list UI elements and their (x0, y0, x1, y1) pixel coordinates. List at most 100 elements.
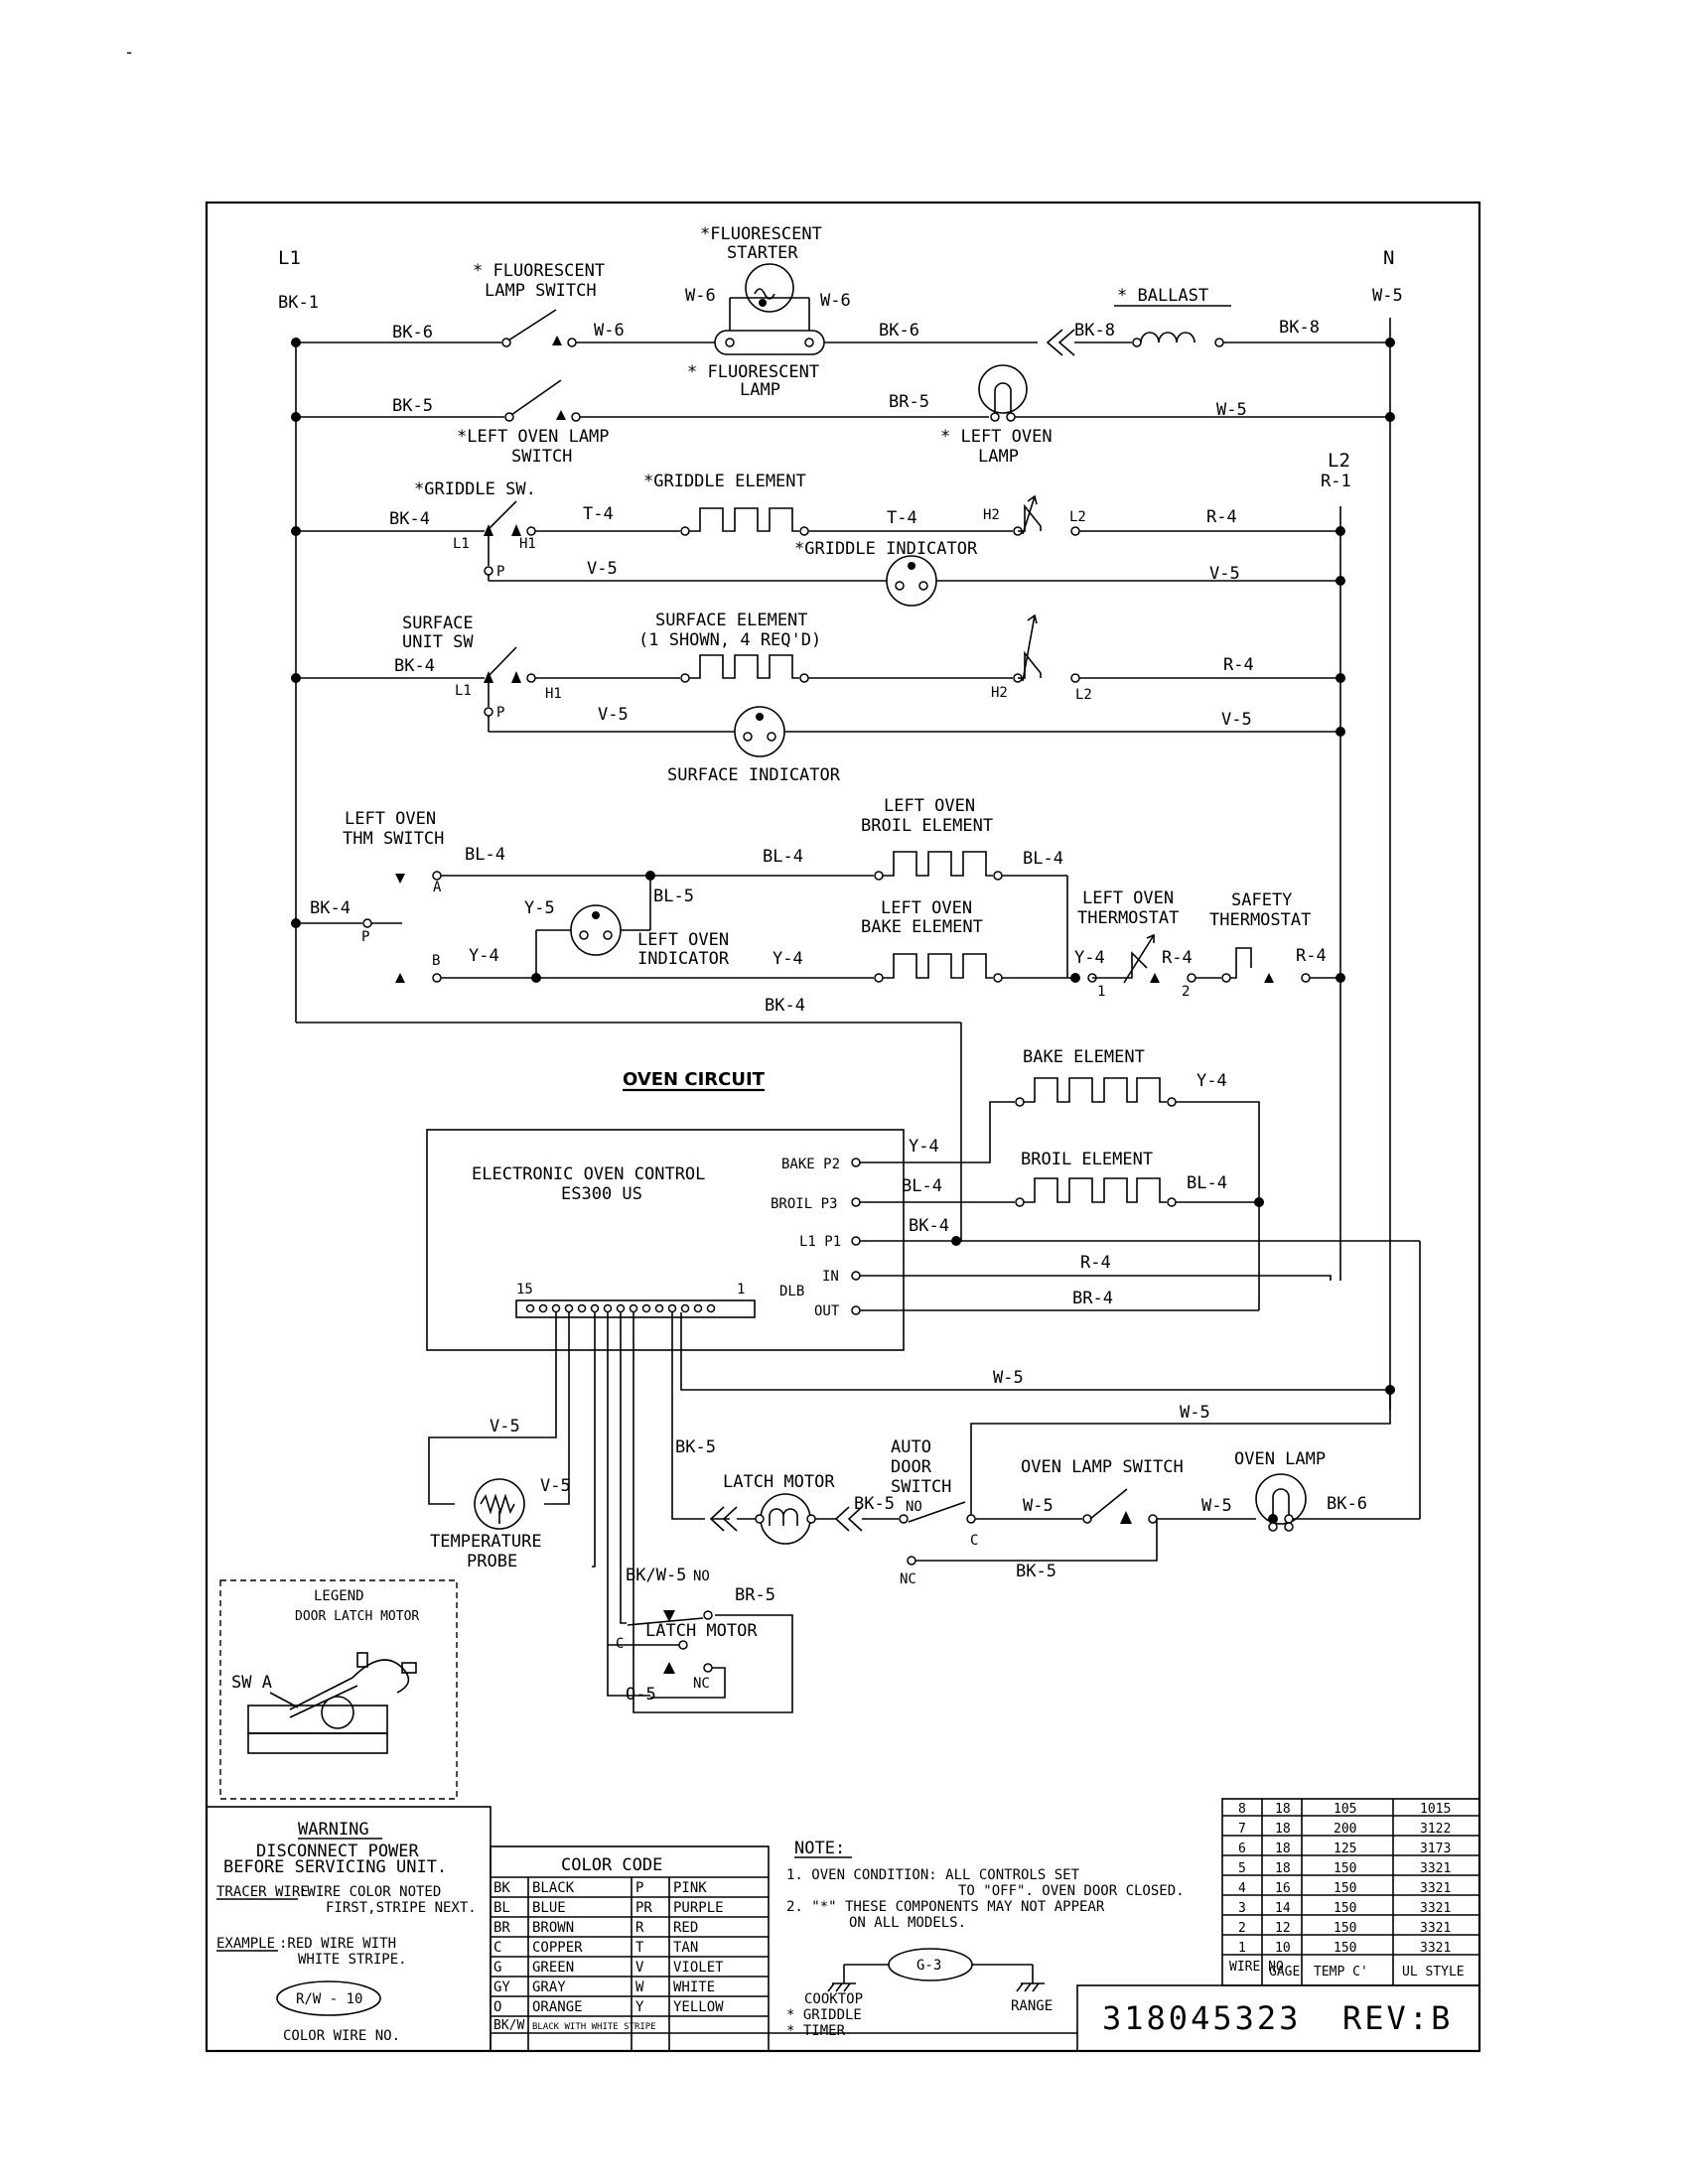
terminal-label: L2 (1069, 509, 1086, 525)
color-code-cell: PR (635, 1900, 652, 1916)
gage-header: GAGE (1269, 1965, 1300, 1979)
wire-label: W-5 (1216, 400, 1247, 420)
color-code-cell: BLACK (532, 1880, 575, 1896)
gage-cell: 6 (1238, 1842, 1246, 1856)
ground-label: COOKTOP (804, 1991, 863, 2007)
warning-text: DISCONNECT POWER (256, 1842, 420, 1861)
note-text: ON ALL MODELS. (849, 1915, 966, 1931)
gage-cell: 18 (1275, 1861, 1291, 1876)
terminal-label: NC (693, 1676, 710, 1692)
color-code-cell: G (493, 1960, 501, 1976)
legend-box (219, 1579, 458, 1800)
terminal-label: DLB (779, 1284, 804, 1299)
gage-cell: 2 (1238, 1921, 1246, 1936)
terminal-label: B (432, 953, 440, 969)
griddle-element-label: *GRIDDLE ELEMENT (643, 472, 806, 491)
gage-cell: 18 (1275, 1842, 1291, 1856)
wire-label: V-5 (490, 1417, 520, 1436)
gage-cell: 150 (1334, 1921, 1356, 1936)
gage-cell: 16 (1275, 1881, 1291, 1896)
wire-gage-table (1076, 1798, 1480, 2052)
color-code-title: COLOR CODE (561, 1855, 662, 1875)
wire-label: W-6 (685, 286, 716, 306)
wire-label: W-6 (594, 321, 625, 341)
wire-label: R-4 (1080, 1253, 1111, 1273)
wire-label: R-4 (1223, 655, 1254, 675)
terminal-label: 2 (1182, 984, 1190, 1000)
wire-label: W-6 (820, 291, 851, 311)
color-code-cell: BLACK WITH WHITE STRIPE (532, 2022, 656, 2032)
color-code-cell: BLUE (532, 1900, 566, 1916)
gage-cell: 3321 (1420, 1861, 1451, 1876)
gage-cell: 3321 (1420, 1901, 1451, 1916)
color-code-cell: R (635, 1920, 644, 1936)
color-code-cell: GY (493, 1979, 510, 1995)
wire-label: Y-4 (1196, 1071, 1227, 1091)
gage-header: TEMP C' (1314, 1965, 1368, 1979)
oven-lamp-label: OVEN LAMP (1234, 1449, 1326, 1469)
color-code-cell: RED (673, 1920, 698, 1936)
note-text: 1. OVEN CONDITION: ALL CONTROLS SET (786, 1867, 1080, 1883)
wire-label: BK-5 (392, 396, 433, 416)
surface-element-label: (1 SHOWN, 4 REQ'D) (638, 630, 821, 650)
wire-label: Y-4 (469, 946, 499, 966)
wire-label: BK-6 (1327, 1494, 1367, 1514)
terminal-label: 15 (516, 1282, 533, 1297)
terminal-label: L2 (1075, 687, 1092, 703)
example-label: EXAMPLE (216, 1936, 275, 1952)
wire-label: BK-4 (909, 1216, 949, 1236)
safety-thermostat-label: SAFETY (1231, 890, 1292, 910)
color-code-cell: ORANGE (532, 1999, 583, 2015)
wire-label: W-5 (1201, 1496, 1232, 1516)
notes-block (769, 1948, 1077, 2034)
ground-label: RANGE (1011, 1998, 1053, 2014)
wire-label: V-5 (598, 705, 629, 725)
lo-bake-label: BAKE ELEMENT (861, 917, 983, 937)
eoc-pin-label: IN (822, 1269, 839, 1285)
color-code-cell: TAN (673, 1940, 698, 1956)
color-code-cell: PINK (673, 1880, 707, 1896)
left-oven-lamp-label: * LEFT OVEN (940, 427, 1053, 447)
diagram-border (205, 201, 1481, 2053)
wire-label: V-5 (1209, 564, 1240, 584)
ballast-label: * BALLAST (1117, 286, 1208, 306)
fluorescent-lamp-label: LAMP (740, 380, 780, 400)
wire-label: W-5 (993, 1368, 1024, 1388)
starter-label: *FLUORESCENT (700, 224, 822, 244)
wire-label: BL-4 (902, 1176, 942, 1196)
latch-motor-label: LATCH MOTOR (723, 1472, 835, 1492)
wire-label: BK-4 (765, 996, 805, 1016)
wire-label: R-4 (1296, 946, 1327, 966)
wire-label: R-1 (1321, 472, 1351, 491)
lo-broil-label: BROIL ELEMENT (861, 816, 993, 836)
ground-label: G-3 (916, 1958, 941, 1974)
color-code-cell: COPPER (532, 1940, 583, 1956)
rail-n-label: N (1383, 247, 1394, 269)
gage-cell: 150 (1334, 1881, 1356, 1896)
terminal-label: 1 (1097, 984, 1105, 1000)
oven-elements (860, 1077, 1421, 1519)
color-code-cell: YELLOW (673, 1999, 724, 2015)
terminal-label: H2 (991, 685, 1008, 701)
gage-cell: 5 (1238, 1861, 1246, 1876)
gage-cell: 125 (1334, 1842, 1356, 1856)
eoc-label: ES300 US (561, 1184, 642, 1204)
terminal-label: P (496, 564, 504, 580)
gage-cell: 8 (1238, 1802, 1246, 1817)
left-oven-lamp-label: LAMP (978, 447, 1019, 467)
surface-switch-label: SURFACE (402, 614, 474, 633)
thm-switch-label: LEFT OVEN (345, 809, 436, 829)
wire-label: W-5 (1180, 1403, 1210, 1423)
revision: REV:B (1342, 1999, 1453, 2037)
color-code-cell: PURPLE (673, 1900, 724, 1916)
wire-label: BK-4 (389, 509, 430, 529)
terminal-label: L1 (455, 683, 472, 699)
terminal-label: NC (900, 1571, 916, 1587)
wire-label: BL-5 (653, 887, 694, 906)
wire-label: BL-4 (763, 847, 803, 867)
wire-label: Y-5 (524, 898, 555, 918)
eoc-label: ELECTRONIC OVEN CONTROL (472, 1164, 705, 1184)
surface-unit-circuit (296, 614, 1340, 757)
